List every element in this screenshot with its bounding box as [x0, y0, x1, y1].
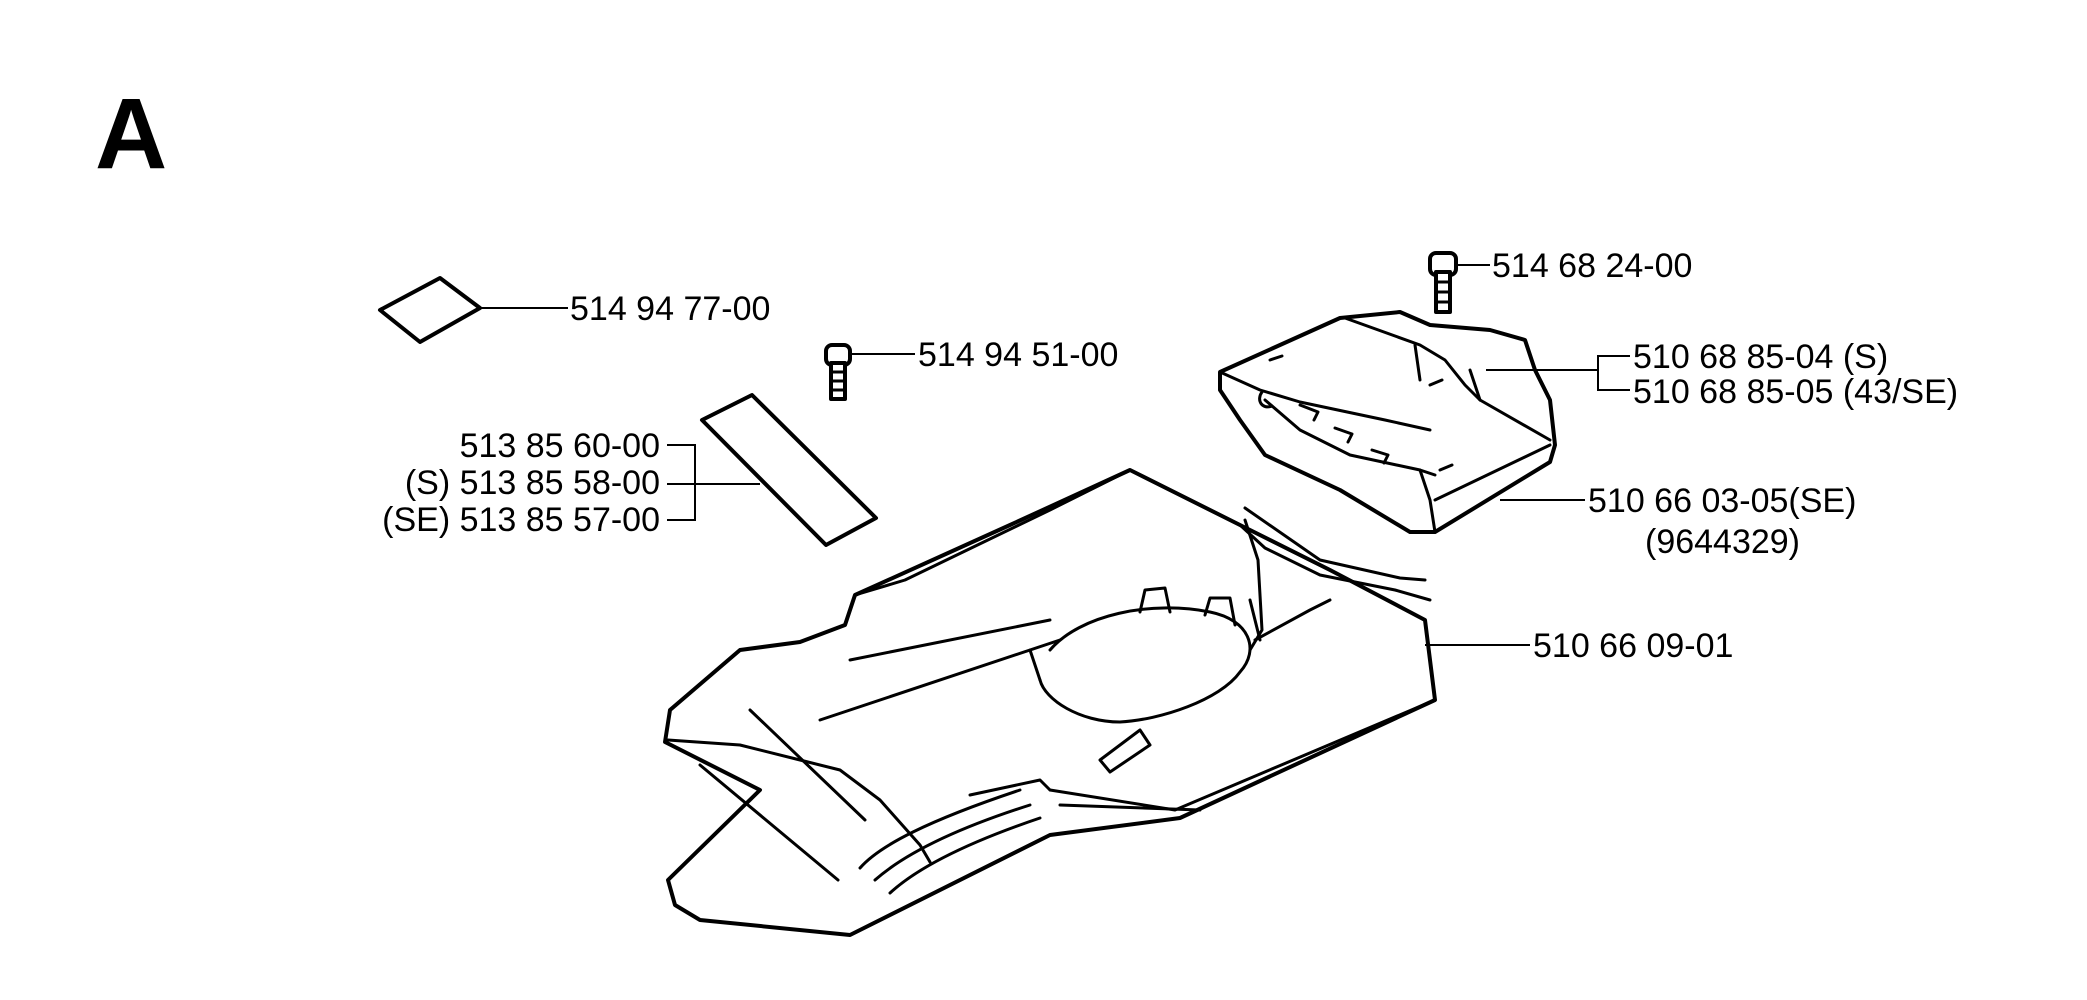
- small-screw-part-number: 514 94 51-00: [918, 336, 1118, 374]
- label-part-number-se: (SE) 513 85 57-00: [382, 501, 660, 539]
- plate-bracket-leader: [1486, 355, 1630, 391]
- plate-part-number-s: 510 68 85-04 (S): [1633, 338, 1888, 376]
- cover-part-number-se: 510 66 03-05(SE): [1588, 482, 1856, 520]
- small-screw-part: [824, 343, 852, 401]
- top-screw-part-number: 514 68 24-00: [1492, 247, 1692, 285]
- label-sticker-part: [700, 393, 878, 547]
- label-part-number-s: (S) 513 85 58-00: [405, 464, 660, 502]
- label-bracket-leader: [667, 444, 760, 521]
- label-part-number-a: 513 85 60-00: [460, 427, 660, 465]
- housing-part: [663, 468, 1437, 937]
- housing-part-number: 510 66 09-01: [1533, 627, 1733, 665]
- decal-part: [378, 276, 482, 344]
- plate-part-number-43se: 510 68 85-05 (43/SE): [1633, 373, 1958, 411]
- cover-plate-part: [1218, 310, 1557, 534]
- top-screw-part: [1428, 251, 1458, 314]
- cover-part-number-alt: (9644329): [1645, 523, 1800, 561]
- section-letter: A: [95, 78, 167, 190]
- decal-part-number: 514 94 77-00: [570, 290, 770, 328]
